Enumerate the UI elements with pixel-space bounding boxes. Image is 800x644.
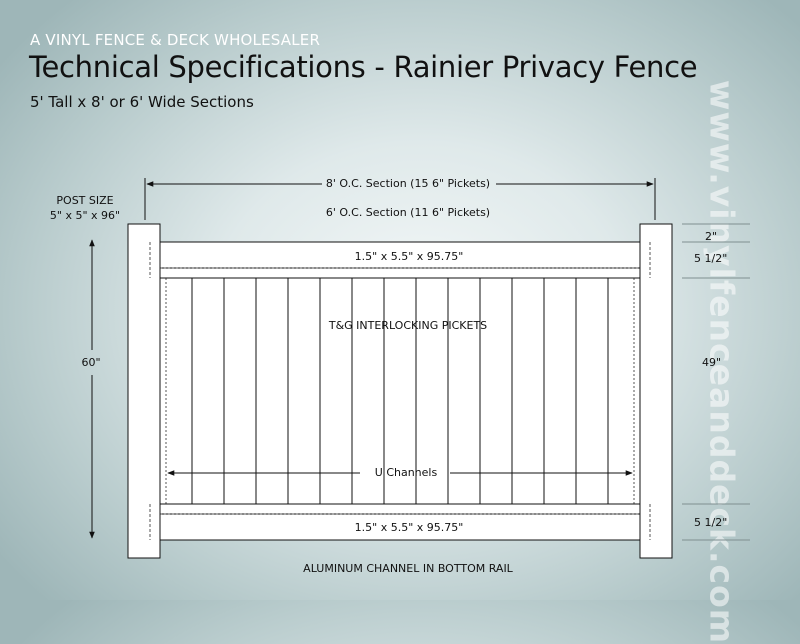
header-kicker: A VINYL FENCE & DECK WHOLESALER <box>30 31 321 49</box>
post-size-title: POST SIZE <box>56 194 114 207</box>
right-post <box>639 223 673 559</box>
dim-49-label: 49" <box>702 356 722 369</box>
section-width-dimension <box>144 178 656 220</box>
bottom-rail-channel <box>159 503 641 515</box>
top-rail-label: 1.5" x 5.5" x 95.75" <box>354 250 464 263</box>
post-size-value: 5" x 5" x 96" <box>49 209 121 222</box>
page-subtitle: 5' Tall x 8' or 6' Wide Sections <box>30 93 254 111</box>
bottom-rail-label: 1.5" x 5.5" x 95.75" <box>354 521 464 534</box>
section-6-label: 6' O.C. Section (11 6" Pickets) <box>325 206 491 219</box>
dim-2-label: 2" <box>705 230 718 243</box>
left-post <box>127 223 161 559</box>
right-dimension-ticks <box>682 223 750 541</box>
height-60-label: 60" <box>81 356 101 369</box>
fence-diagram <box>89 178 750 559</box>
page-title: Technical Specifications - Rainier Priva… <box>29 50 698 84</box>
picket-dividers <box>191 278 609 504</box>
dim-top-rail-label: 5 1/2" <box>694 252 728 265</box>
u-channels-label: U Channels <box>374 466 438 479</box>
picket-panel <box>159 277 641 505</box>
section-8-label: 8' O.C. Section (15 6" Pickets) <box>325 177 491 190</box>
aluminum-channel-label: ALUMINUM CHANNEL IN BOTTOM RAIL <box>303 562 513 575</box>
dim-bottom-rail-label: 5 1/2" <box>694 516 728 529</box>
pickets-label: T&G INTERLOCKING PICKETS <box>328 319 488 332</box>
top-rail-channel <box>159 267 641 279</box>
u-channel-lines <box>165 278 635 504</box>
